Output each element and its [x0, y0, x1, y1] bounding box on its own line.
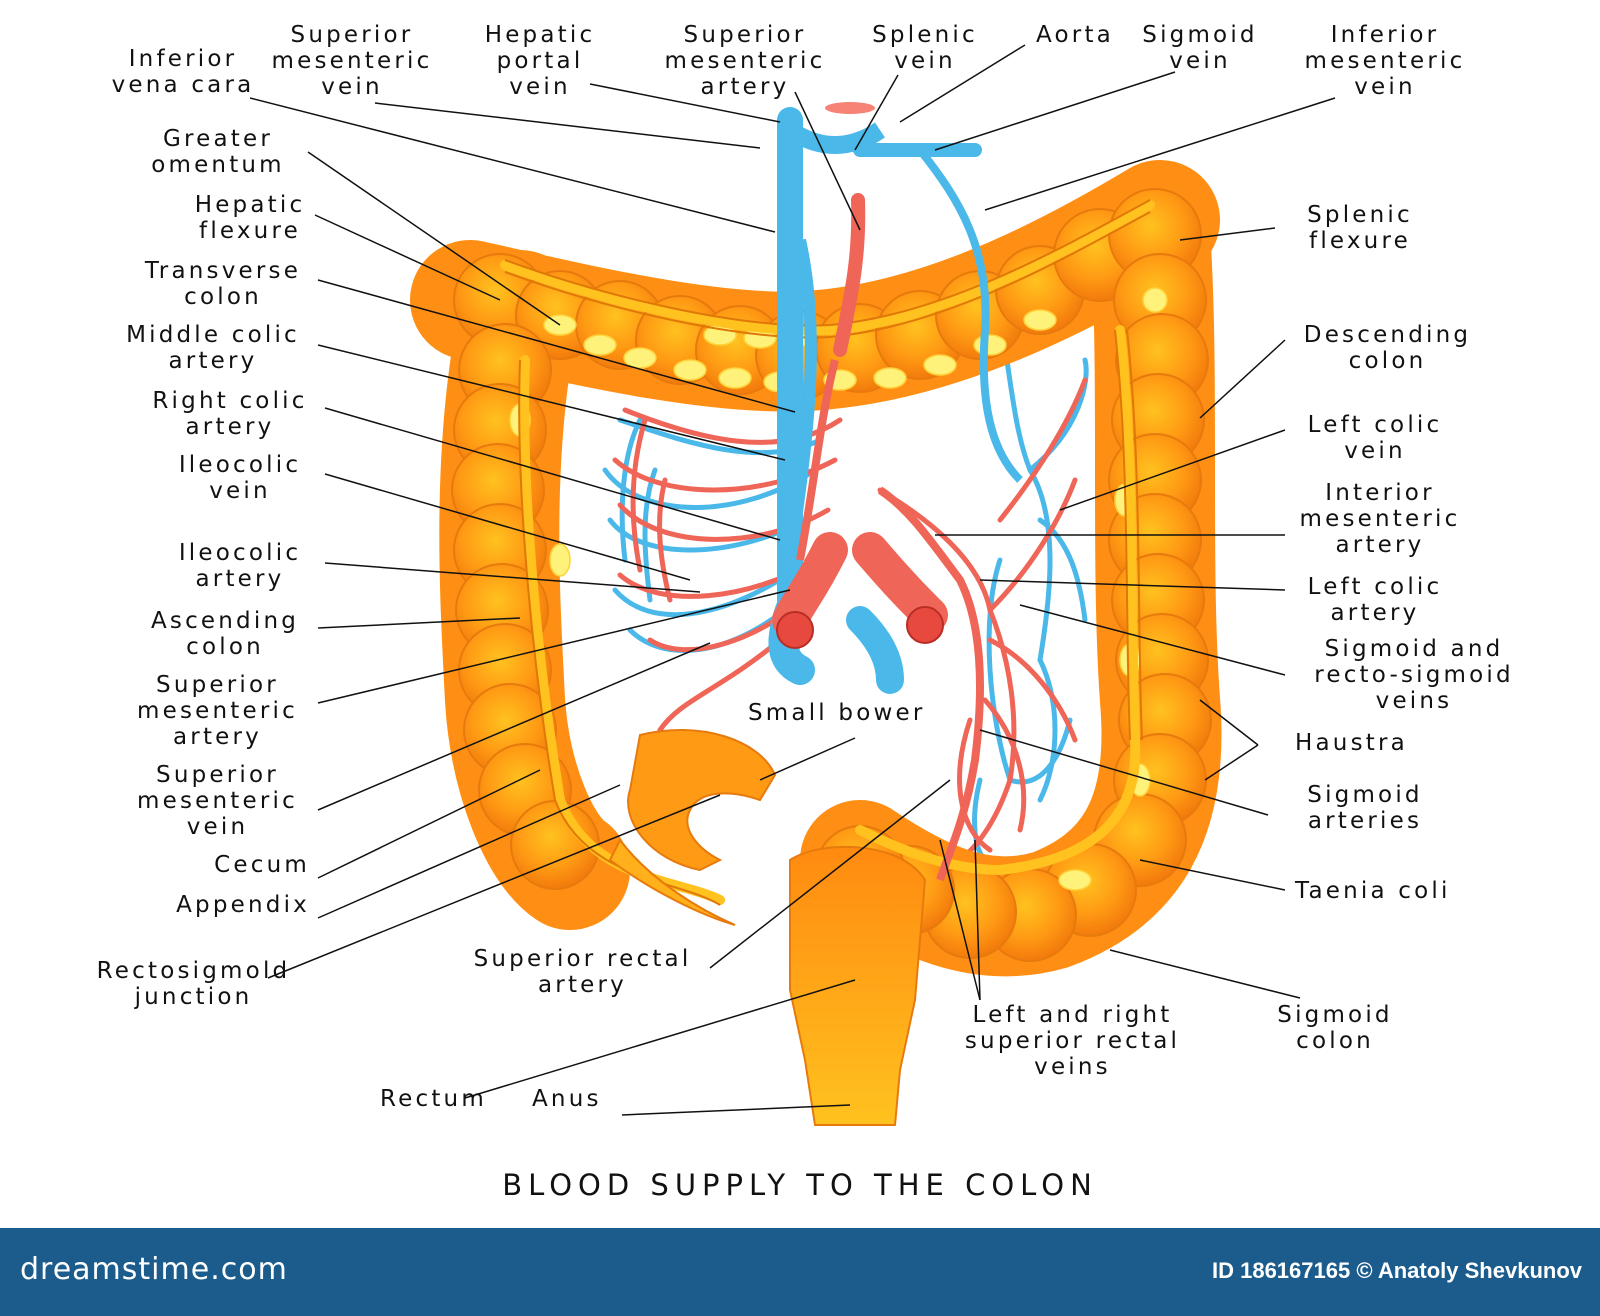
label-sigmoid-rectosigmoid-veins: Sigmoid and recto-sigmoid veins: [1314, 636, 1514, 714]
label-ascending-colon: Ascending colon: [150, 608, 300, 660]
label-haustra: Haustra: [1295, 730, 1408, 756]
small-bowel-shape: [627, 728, 777, 872]
label-right-colic-artery: Right colic artery: [152, 388, 308, 440]
label-greater-omentum: Greater omentum: [151, 126, 285, 178]
label-splenic-flexure: Splenic flexure: [1307, 202, 1413, 254]
label-superior-mesenteric-vein-top: Superior mesenteric vein: [271, 22, 433, 100]
label-inferior-mesenteric-vein: Inferior mesenteric vein: [1304, 22, 1466, 100]
label-aorta: Aorta: [1036, 22, 1114, 48]
rectum-shape: [789, 845, 927, 1126]
label-ileocolic-artery: Ileocolic artery: [178, 540, 302, 592]
colon: [410, 160, 1222, 1126]
leader-lines: [249, 44, 1336, 1116]
footer-bar: dreamstime.com ID 186167165 © Anatoly Sh…: [0, 1228, 1600, 1316]
label-appendix: Appendix: [176, 892, 310, 918]
colon-illustration: [249, 44, 1336, 1126]
label-small-bowel: Small bower: [748, 700, 926, 726]
label-left-colic-artery: Left colic artery: [1307, 574, 1443, 626]
diagram-title: BLOOD SUPPLY TO THE COLON: [502, 1168, 1098, 1202]
footer-logo[interactable]: dreamstime.com: [20, 1252, 288, 1287]
label-anus: Anus: [532, 1086, 602, 1112]
label-ileocolic-vein: Ileocolic vein: [178, 452, 302, 504]
label-taenia-coli: Taenia coli: [1295, 878, 1451, 904]
label-cecum: Cecum: [214, 852, 310, 878]
label-transverse-colon: Transverse colon: [144, 258, 302, 310]
label-superior-rectal-veins: Left and right superior rectal veins: [964, 1002, 1181, 1080]
label-interior-mesenteric-artery: Interior mesenteric artery: [1299, 480, 1461, 558]
label-inferior-vena-cava: Inferior vena cara: [111, 46, 255, 98]
great-vessels: [768, 102, 1023, 882]
label-middle-colic-artery: Middle colic artery: [126, 322, 300, 374]
label-descending-colon: Descending colon: [1303, 322, 1472, 374]
label-superior-rectal-artery: Superior rectal artery: [473, 946, 692, 998]
appendix-shape: [608, 838, 736, 926]
label-sigmoid-arteries: Sigmoid arteries: [1307, 782, 1423, 834]
vessel-network: [602, 267, 1089, 863]
label-splenic-vein: Splenic vein: [872, 22, 978, 74]
label-hepatic-portal-vein: Hepatic portal vein: [484, 22, 596, 100]
mesenteric-arteries: [612, 377, 1088, 863]
label-hepatic-flexure: Hepatic flexure: [194, 192, 306, 244]
label-rectum: Rectum: [380, 1086, 487, 1112]
footer-credit: ID 186167165 © Anatoly Shevkunov: [1211, 1258, 1582, 1283]
label-sigmoid-vein: Sigmoid vein: [1142, 22, 1258, 74]
label-rectosigmoid-junction: Rectosigmold junction: [96, 958, 291, 1010]
label-superior-mesenteric-artery-top: Superior mesenteric artery: [664, 22, 826, 100]
label-superior-mesenteric-vein: Superior mesenteric vein: [137, 762, 298, 840]
label-left-colic-vein: Left colic vein: [1307, 412, 1443, 464]
label-superior-mesenteric-artery: Superior mesenteric artery: [137, 672, 298, 750]
label-sigmoid-colon: Sigmoid colon: [1277, 1002, 1393, 1054]
